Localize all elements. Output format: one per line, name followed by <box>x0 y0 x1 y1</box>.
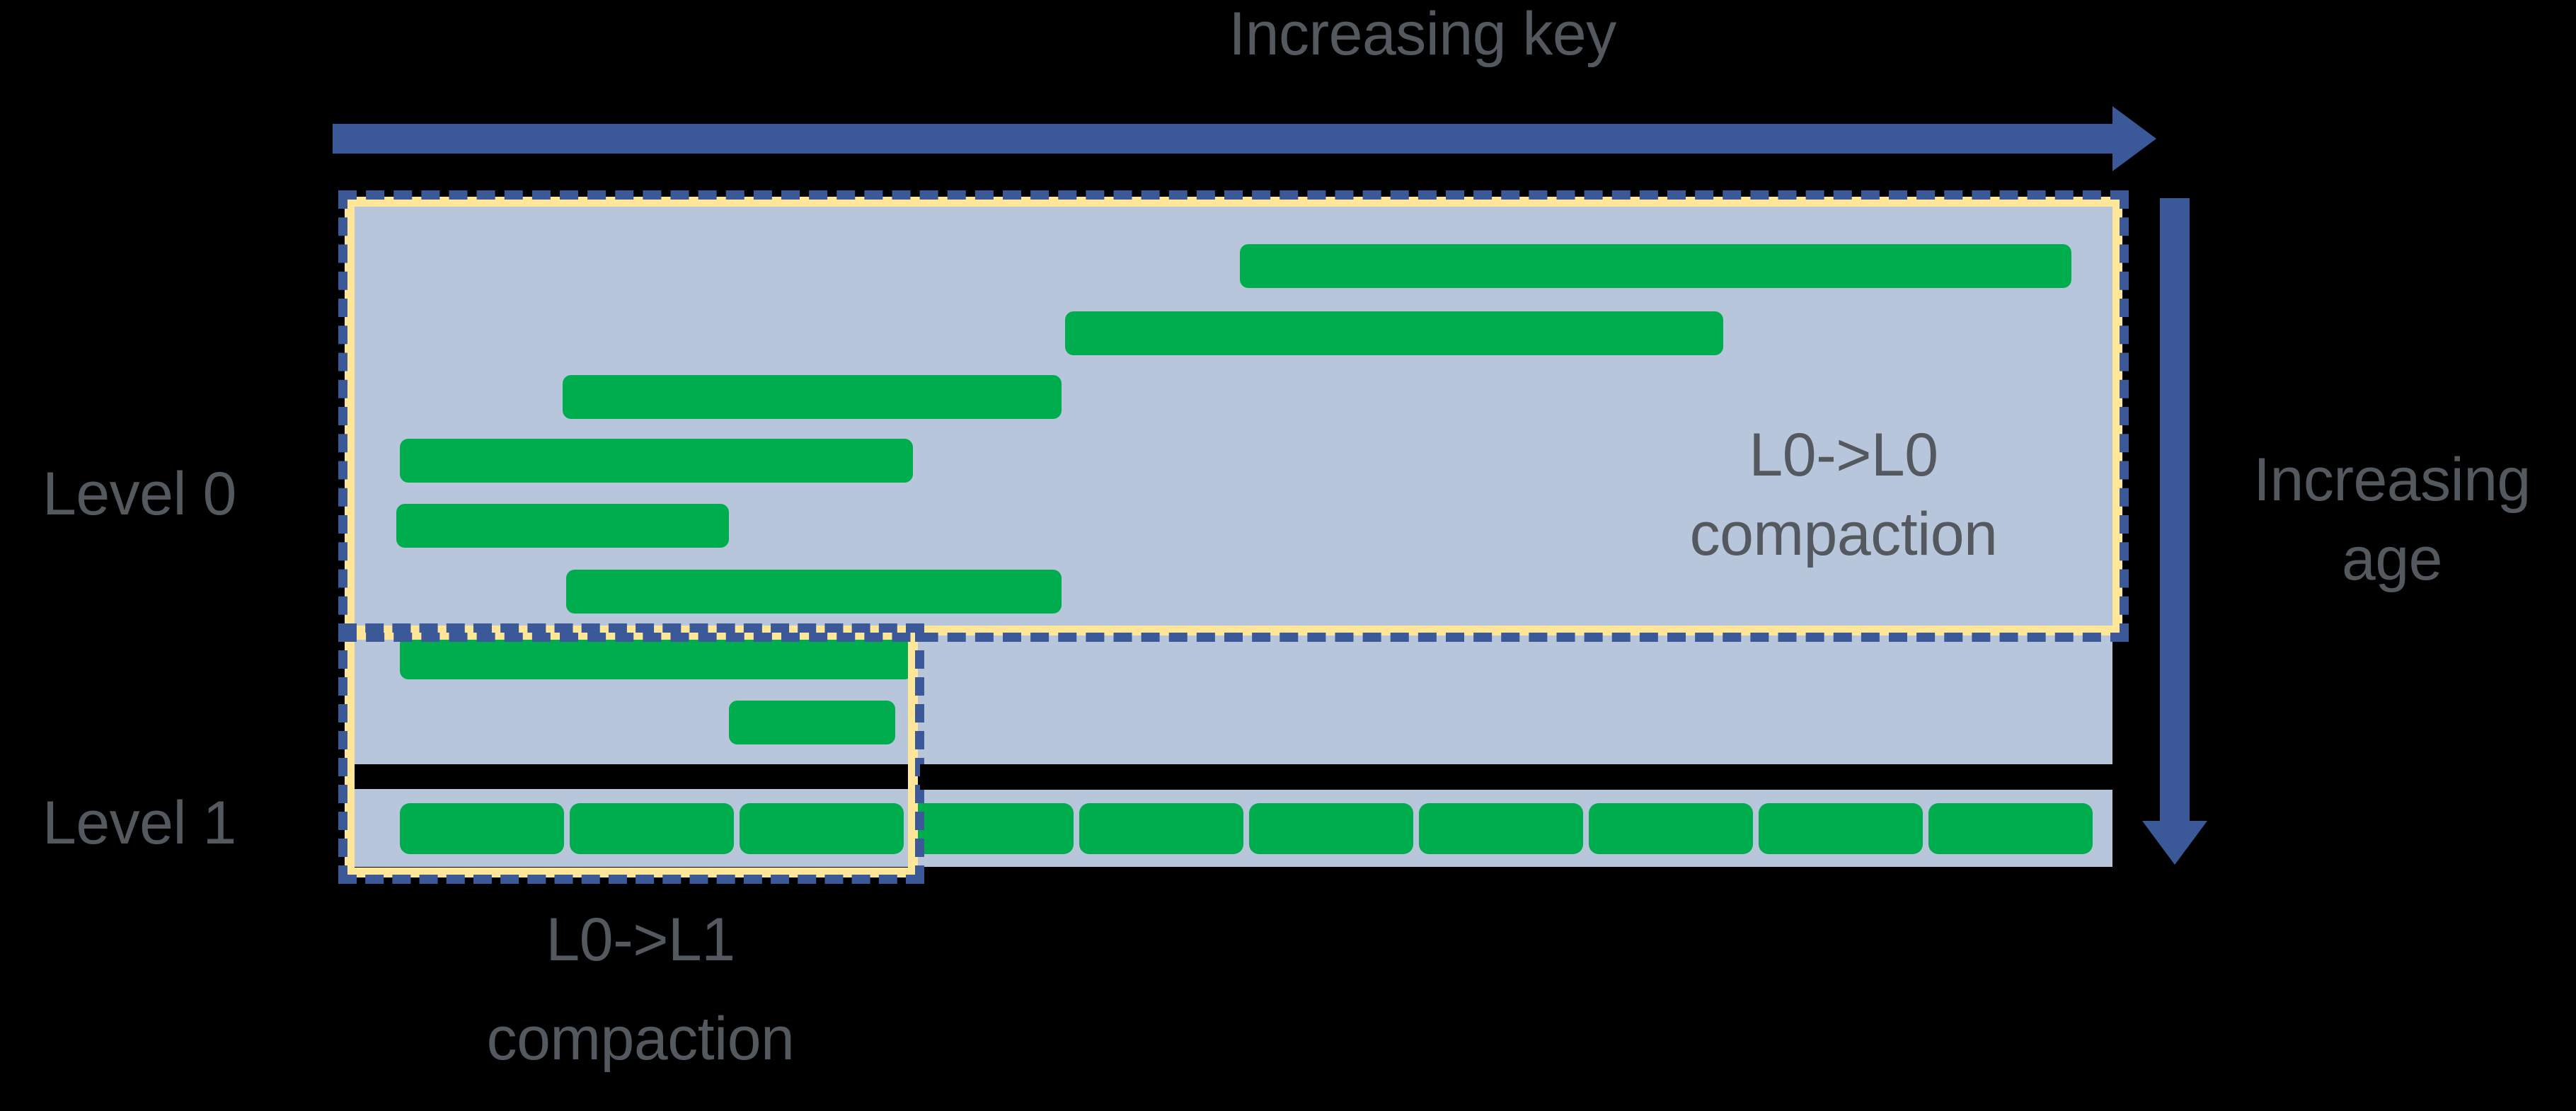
level-separator-gap <box>920 764 2123 790</box>
l0-to-l0-dashed-border <box>338 190 2129 642</box>
l0-to-l1-compaction-label-line1: L0->L1 <box>546 906 735 974</box>
sstable-l1-0[interactable] <box>400 803 564 854</box>
l0-to-l0-compaction-label-line2: compaction <box>1689 500 1998 568</box>
sstable-l0-5[interactable] <box>566 570 1062 614</box>
sstable-l1-3[interactable] <box>909 803 1074 854</box>
level-1-label: Level 1 <box>42 789 236 857</box>
sstable-l0-2[interactable] <box>563 375 1062 419</box>
l0-to-l1-compaction-label-line2: compaction <box>486 1005 795 1073</box>
increasing-age-arrow-shaft <box>2160 198 2190 828</box>
sstable-l1-6[interactable] <box>1419 803 1583 854</box>
sstable-l1-9[interactable] <box>1928 803 2093 854</box>
level-0-label: Level 0 <box>42 460 236 528</box>
sstable-l0-3[interactable] <box>400 439 913 483</box>
sstable-l0-1[interactable] <box>1065 311 1723 355</box>
increasing-age-label-line1: Increasing <box>2253 446 2531 514</box>
sstable-l1-1[interactable] <box>570 803 734 854</box>
sstable-l1-5[interactable] <box>1249 803 1413 854</box>
sstable-l1-4[interactable] <box>1079 803 1243 854</box>
increasing-age-arrow-head <box>2142 821 2207 865</box>
sstable-l1-8[interactable] <box>1759 803 1923 854</box>
sstable-l0-4[interactable] <box>396 504 729 548</box>
l0-to-l1-dashed-border <box>338 623 924 884</box>
increasing-age-label-line2: age <box>2342 525 2443 593</box>
sstable-l0-7[interactable] <box>729 701 895 744</box>
sstable-l0-6[interactable] <box>400 635 913 679</box>
increasing-key-arrow-shaft <box>333 124 2123 154</box>
sstable-l1-2[interactable] <box>740 803 904 854</box>
increasing-key-label: Increasing key <box>1229 0 1616 68</box>
sstable-l1-7[interactable] <box>1589 803 1753 854</box>
l0-to-l0-compaction-label-line1: L0->L0 <box>1749 421 1938 489</box>
increasing-key-arrow-head <box>2112 106 2156 171</box>
sstable-l0-0[interactable] <box>1240 244 2071 288</box>
